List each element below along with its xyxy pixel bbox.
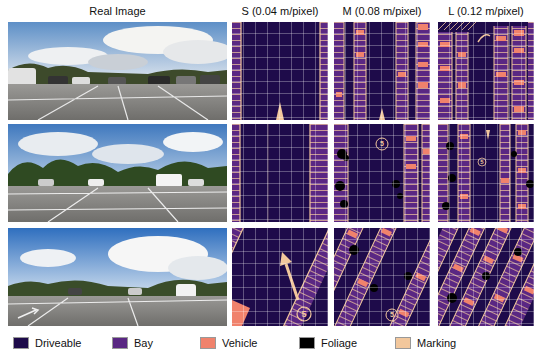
parking-photo [8, 22, 227, 120]
semantic-map [232, 228, 328, 326]
legend-text: Vehicle [222, 337, 257, 349]
column-header: Real Image [8, 5, 227, 17]
legend-item: Bay [112, 337, 153, 349]
legend-item: Foliage [299, 337, 357, 349]
semantic-map [334, 22, 430, 120]
semantic-map [438, 124, 534, 222]
legend-item: Vehicle [200, 337, 257, 349]
semantic-map [232, 22, 328, 120]
legend-text: Foliage [321, 337, 357, 349]
semantic-map [334, 124, 430, 222]
column-header: M (0.08 m/pixel) [334, 5, 430, 17]
column-header: L (0.12 m/pixel) [438, 5, 534, 17]
legend-swatch [112, 337, 128, 349]
bay-number: 5 [386, 309, 398, 321]
legend-text: Driveable [35, 337, 81, 349]
parking-photo [8, 124, 227, 222]
legend-swatch [200, 337, 216, 349]
legend-item: Driveable [13, 337, 81, 349]
semantic-map [438, 228, 534, 326]
semantic-map [232, 124, 328, 222]
legend-swatch [299, 337, 315, 349]
bay-number: 5 [376, 138, 388, 150]
bay-number: 5 [478, 158, 486, 166]
legend-swatch [13, 337, 29, 349]
parking-photo [8, 228, 227, 326]
legend-text: Bay [134, 337, 153, 349]
legend-swatch [395, 337, 411, 349]
legend-text: Marking [417, 337, 456, 349]
bay-number: 5 [297, 307, 311, 321]
semantic-map [438, 22, 534, 120]
semantic-map [334, 228, 430, 326]
legend-item: Marking [395, 337, 456, 349]
column-header: S (0.04 m/pixel) [232, 5, 328, 17]
